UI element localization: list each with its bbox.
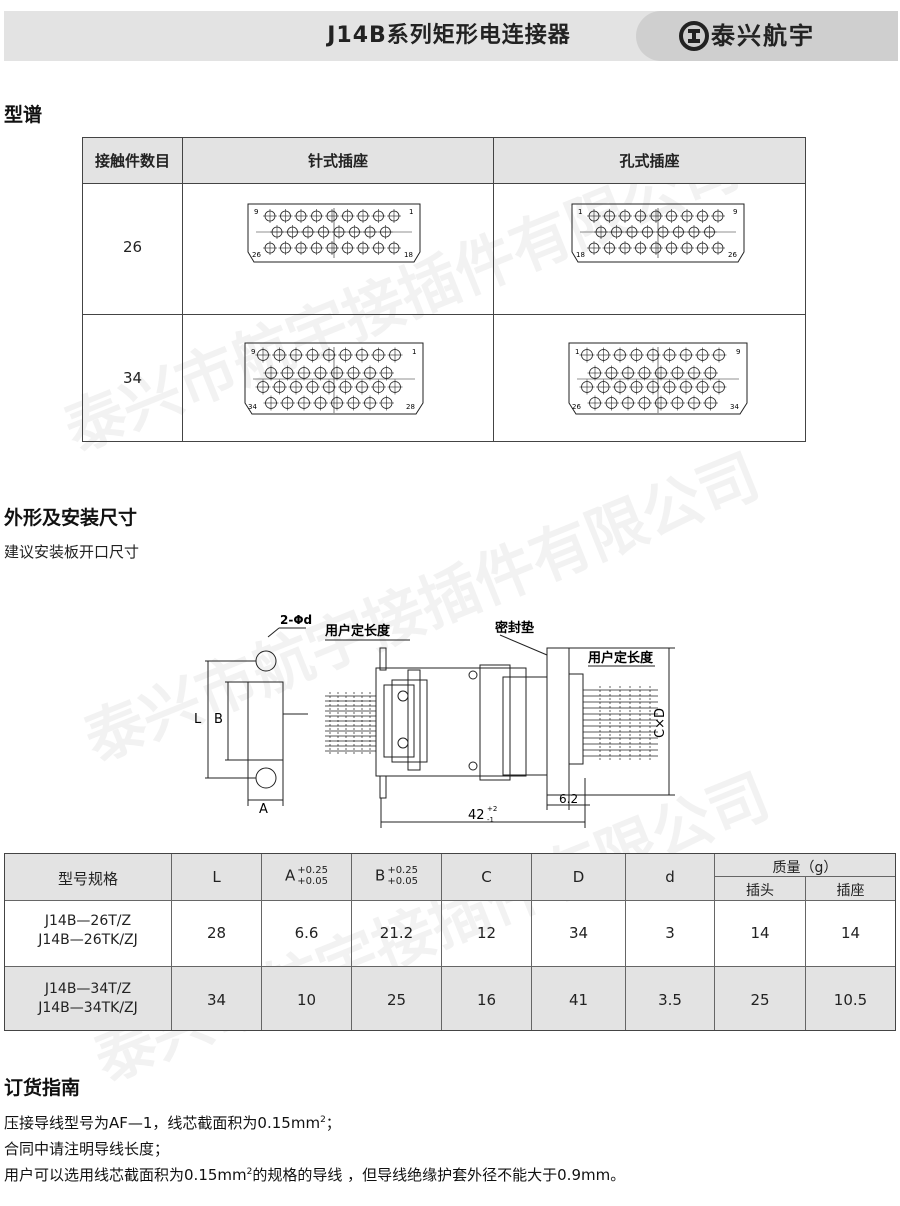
cell-L: 28 [206,924,227,942]
svg-text:1: 1 [409,208,413,216]
svg-text:+2: +2 [487,805,497,813]
cell-C: 12 [476,924,497,942]
svg-text:34: 34 [730,403,739,411]
svg-text:密封垫: 密封垫 [494,620,534,636]
svg-text:L: L [194,712,202,727]
th-A: A+0.25+0.05 [285,865,328,887]
th-d: d [665,868,675,886]
brand-logo-icon [679,21,709,51]
svg-text:26: 26 [252,251,261,259]
svg-text:用户定长度: 用户定长度 [587,650,654,666]
svg-text:1: 1 [575,348,579,356]
svg-text:42: 42 [468,808,485,823]
page-title: J14B系列矩形电连接器 [327,23,571,48]
svg-text:B: B [214,712,223,727]
cell-d: 3.5 [658,991,682,1009]
ordering-line-1: 压接导线型号为AF—1，线芯截面积为0.15mm2； [4,1114,341,1132]
dimension-drawing: 2-Φd 用户定长度 密封垫 用户定长度 L B A C×D 42 +2 -1 … [194,613,675,828]
cell-d: 3 [665,924,675,942]
brand-name: 泰兴航宇 [711,22,815,50]
svg-text:2-Φd: 2-Φd [280,613,312,627]
row-count: 26 [122,238,143,256]
socket-layout-34: 1 9 26 34 [568,342,748,415]
svg-text:9: 9 [251,348,255,356]
cell-D: 41 [568,991,589,1009]
th-plug: 插头 [746,883,774,899]
svg-text:1: 1 [578,208,582,216]
cell-A: 6.6 [294,924,319,942]
section-title-type: 型谱 [4,104,43,126]
svg-text:18: 18 [576,251,585,259]
pin-layout-34: 9 1 34 28 [244,342,424,415]
svg-text:A: A [259,802,268,817]
pin-layout-26: 9 1 26 18 [247,203,421,263]
svg-text:C×D: C×D [653,708,668,738]
spec-table: 型号规格 L A+0.25+0.05 B+0.25+0.05 C D d 质量（… [4,853,896,1031]
cell-C: 16 [476,991,497,1009]
cell-socket: 14 [840,924,861,942]
svg-text:9: 9 [733,208,737,216]
col-header-socket: 孔式插座 [619,152,680,170]
section-title-dimensions: 外形及安装尺寸 [4,507,138,529]
svg-text:9: 9 [254,208,258,216]
type-table: 接触件数目 针式插座 孔式插座 26 34 9 1 26 18 1 9 18 2… [82,137,806,442]
th-D: D [572,868,585,886]
ordering-line-3: 用户可以选用线芯截面积为0.15mm2的规格的导线 ，但导线绝缘护套外径不能大于… [4,1166,626,1184]
cell-plug: 25 [750,991,770,1009]
th-B: B+0.25+0.05 [375,865,418,887]
th-L: L [212,868,221,886]
th-C: C [481,868,492,886]
section-title-ordering: 订货指南 [4,1077,81,1099]
cell-B: 25 [386,991,407,1009]
socket-layout-26: 1 9 18 26 [571,203,745,263]
svg-text:26: 26 [728,251,737,259]
row-count: 34 [122,369,143,387]
svg-text:1: 1 [412,348,416,356]
section-subtitle-cutout: 建议安装板开口尺寸 [4,543,140,561]
svg-text:6.2: 6.2 [559,792,578,806]
col-header-count: 接触件数目 [94,152,170,170]
cell-A: 10 [296,991,317,1009]
svg-text:18: 18 [404,251,413,259]
cell-plug: 14 [750,924,770,942]
svg-text:34: 34 [248,403,257,411]
svg-text:28: 28 [406,403,415,411]
cell-L: 34 [206,991,227,1009]
svg-text:用户定长度: 用户定长度 [324,623,391,639]
svg-text:26: 26 [572,403,581,411]
col-header-pin: 针式插座 [307,152,368,170]
th-model: 型号规格 [57,870,118,888]
cell-D: 34 [568,924,589,942]
svg-text:-1: -1 [487,816,494,824]
cell-B: 21.2 [379,924,414,942]
th-mass: 质量（g） [772,860,838,876]
cell-socket: 10.5 [833,991,868,1009]
ordering-line-2: 合同中请注明导线长度； [4,1140,170,1158]
svg-text:9: 9 [736,348,740,356]
th-socket: 插座 [836,883,865,899]
type-table-header [83,138,805,184]
